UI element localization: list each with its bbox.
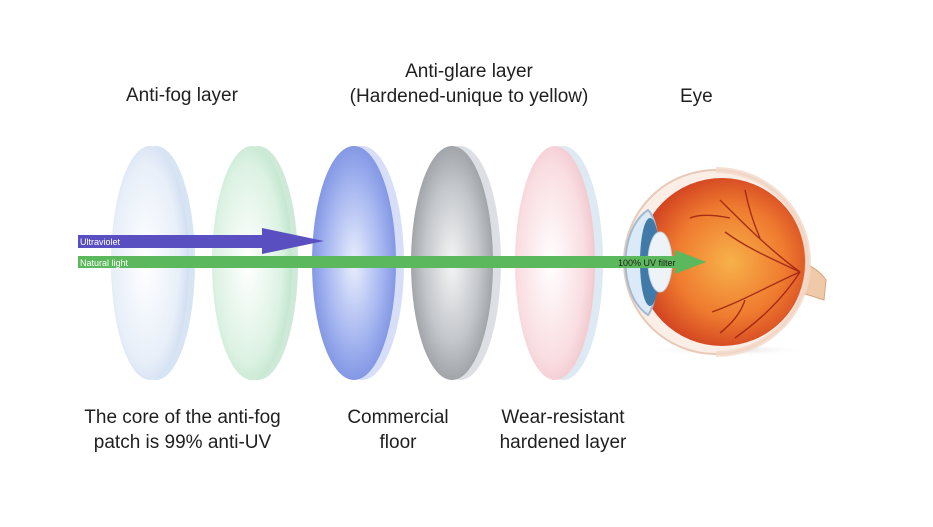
- anti-glare-layer-label: Anti-glare layer (Hardened-unique to yel…: [330, 59, 608, 109]
- anti-fog-core-label: The core of the anti-fog patch is 99% an…: [70, 405, 295, 455]
- wear-line1: Wear-resistant: [488, 405, 638, 430]
- anti-fog-layer-label: Anti-fog layer: [126, 83, 238, 108]
- eye-label: Eye: [680, 84, 713, 109]
- natural-light-label: Natural light: [80, 258, 129, 268]
- wear-line2: hardened layer: [488, 430, 638, 455]
- ultraviolet-label: Ultraviolet: [80, 237, 121, 247]
- anti-glare-line1: Anti-glare layer: [330, 59, 608, 84]
- anti-glare-line2: (Hardened-unique to yellow): [330, 84, 608, 109]
- uv-filter-label: 100% UV filter: [618, 258, 676, 268]
- commercial-line1: Commercial: [335, 405, 461, 430]
- wear-resistant-label: Wear-resistant hardened layer: [488, 405, 638, 455]
- core-line1: The core of the anti-fog: [70, 405, 295, 430]
- commercial-line2: floor: [335, 430, 461, 455]
- commercial-floor-label: Commercial floor: [335, 405, 461, 455]
- core-line2: patch is 99% anti-UV: [70, 430, 295, 455]
